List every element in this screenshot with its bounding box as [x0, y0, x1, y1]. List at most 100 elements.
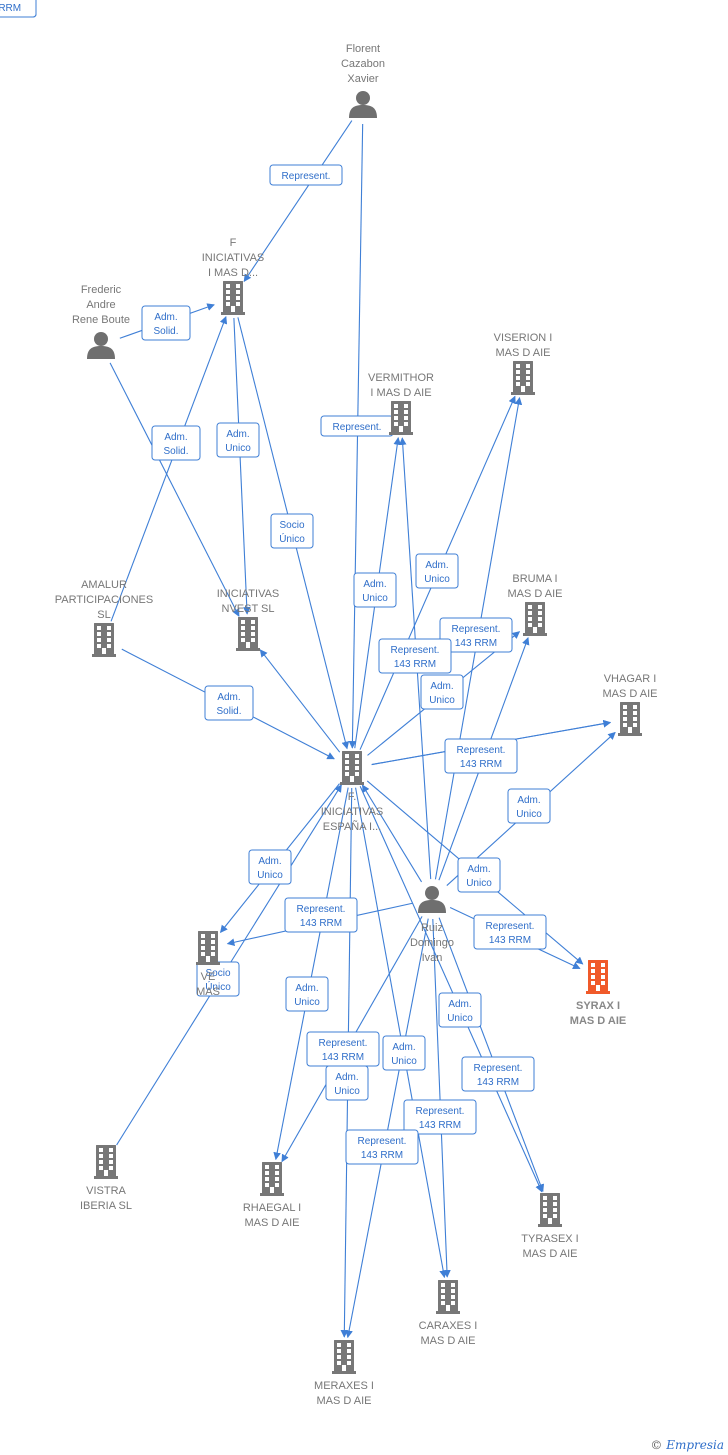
node-label: Andre: [86, 299, 115, 311]
edge-label[interactable]: Adm.Unico: [285, 976, 329, 1012]
edge-f_espana-to-invest: [259, 649, 341, 753]
edge-label-text: Unico: [225, 443, 251, 454]
node-label: VHAGAR I: [604, 673, 657, 685]
node-tyrasex[interactable]: TYRASEX I MAS D AIE: [521, 1193, 579, 1260]
edge-label[interactable]: Adm.Unico: [415, 553, 459, 589]
edge-label[interactable]: Adm.Unico: [507, 788, 551, 824]
edge-label[interactable]: Adm.Solid.: [141, 305, 191, 341]
node-label: SL: [97, 609, 110, 621]
edge-label[interactable]: Represent.143 RRM: [439, 617, 513, 653]
person-icon: [418, 886, 446, 913]
edge-label[interactable]: Represent.143 RRM: [403, 1099, 477, 1135]
edge-label-text: Represent.: [452, 624, 501, 635]
edge-label-text: Solid.: [216, 706, 241, 717]
edge-label[interactable]: Represent. 143 RRM: [378, 638, 452, 674]
edge-label[interactable]: Adm.Unico: [216, 422, 260, 458]
edge-label[interactable]: Represent.: [320, 415, 394, 437]
edge-label-text: Adm.: [154, 312, 177, 323]
edge-label[interactable]: Adm.Unico: [382, 1035, 426, 1071]
edge-label-text: Represent.: [282, 171, 331, 182]
edge-label[interactable]: Adm.Unico: [248, 849, 292, 885]
edge-label-box: [353, 572, 397, 608]
edge-label[interactable]: Adm. Solid.: [151, 425, 201, 461]
edge-label-text: Represent.: [457, 745, 506, 756]
node-label: INICIATIVAS: [217, 588, 280, 600]
node-label: IBERIA SL: [80, 1200, 132, 1212]
building-icon: [196, 931, 220, 965]
edge-label[interactable]: Represent.143 RRM: [444, 738, 518, 774]
edge-label-text: Represent.: [486, 921, 535, 932]
edge-label[interactable]: Represent. 143 RRM: [473, 914, 547, 950]
node-viserion[interactable]: VISERION I MAS D AIE: [494, 332, 553, 395]
node-label: RHAEGAL I: [243, 1202, 301, 1214]
node-label: F: [230, 237, 237, 249]
edge-label-text: Adm.: [335, 1072, 358, 1083]
edge-label-box: [461, 1056, 535, 1092]
edge-label[interactable]: Represent.143 RRM: [0, 0, 37, 18]
node-label: INICIATIVAS: [202, 252, 265, 264]
edge-label-text: 143 RRM: [477, 1077, 519, 1088]
edge-label[interactable]: Adm.Unico: [457, 857, 501, 893]
edge-labels-layer: Represent.Adm.Solid.Adm.Solid.Adm.Solid.…: [0, 0, 551, 1165]
edge-label-text: Unico: [362, 593, 388, 604]
node-label: MAS D AIE: [495, 347, 550, 359]
building-icon: [221, 281, 245, 315]
edge-label-box: [204, 685, 254, 721]
edge-label-box: [382, 1035, 426, 1071]
node-label: MAS D AIE: [522, 1248, 577, 1260]
node-invest[interactable]: INICIATIVAS NVEST SL: [217, 588, 280, 651]
node-vhagar[interactable]: VHAGAR I MAS D AIE: [602, 673, 658, 736]
edge-label-text: Unico: [466, 878, 492, 889]
node-label: NVEST SL: [222, 603, 275, 615]
edge-label-text: 143 RRM: [489, 935, 531, 946]
edge-label-text: Unico: [516, 809, 542, 820]
node-label: F.: [348, 791, 357, 803]
node-label: TYRASEX I: [521, 1233, 578, 1245]
edge-label-text: 143 RRM: [361, 1150, 403, 1161]
edge-label[interactable]: Adm.Solid.: [204, 685, 254, 721]
node-label: MAS D AIE: [602, 688, 657, 700]
edge-label[interactable]: Adm.Unico: [325, 1065, 369, 1101]
edge-label[interactable]: Represent.143 RRM: [345, 1129, 419, 1165]
edge-label-box: [378, 638, 452, 674]
edge-label[interactable]: Adm.Unico: [438, 992, 482, 1028]
node-label: VISERION I: [494, 332, 553, 344]
edge-label-text: Represent.: [391, 645, 440, 656]
node-label: Ivan: [422, 952, 443, 964]
edge-label-box: [415, 553, 459, 589]
copyright-icon: ©: [650, 1438, 663, 1452]
building-icon: [92, 623, 116, 657]
building-icon: [511, 361, 535, 395]
edge-florent-to-f_iniciativas_mas: [243, 120, 353, 283]
edge-ruiz-to-tyrasex: [438, 917, 545, 1193]
edge-label-text: Solid.: [163, 446, 188, 457]
edge-label-text: Adm.: [164, 432, 187, 443]
edge-label[interactable]: Represent.143 RRM: [284, 897, 358, 933]
edge-label-text: 143 RRM: [394, 659, 436, 670]
edge-label-text: Adm.: [430, 681, 453, 692]
edge-label[interactable]: Represent.143 RRM: [461, 1056, 535, 1092]
edge-label[interactable]: Adm.Unico: [420, 674, 464, 710]
brand-footer[interactable]: © Empresia: [650, 1438, 724, 1452]
edge-label[interactable]: Represent.143 RRM: [306, 1031, 380, 1067]
edge-label[interactable]: Represent.: [269, 164, 343, 186]
edge-label-text: 143 RRM: [322, 1052, 364, 1063]
edge-label-text: Adm.: [258, 856, 281, 867]
edge-label[interactable]: Adm.Unico: [353, 572, 397, 608]
